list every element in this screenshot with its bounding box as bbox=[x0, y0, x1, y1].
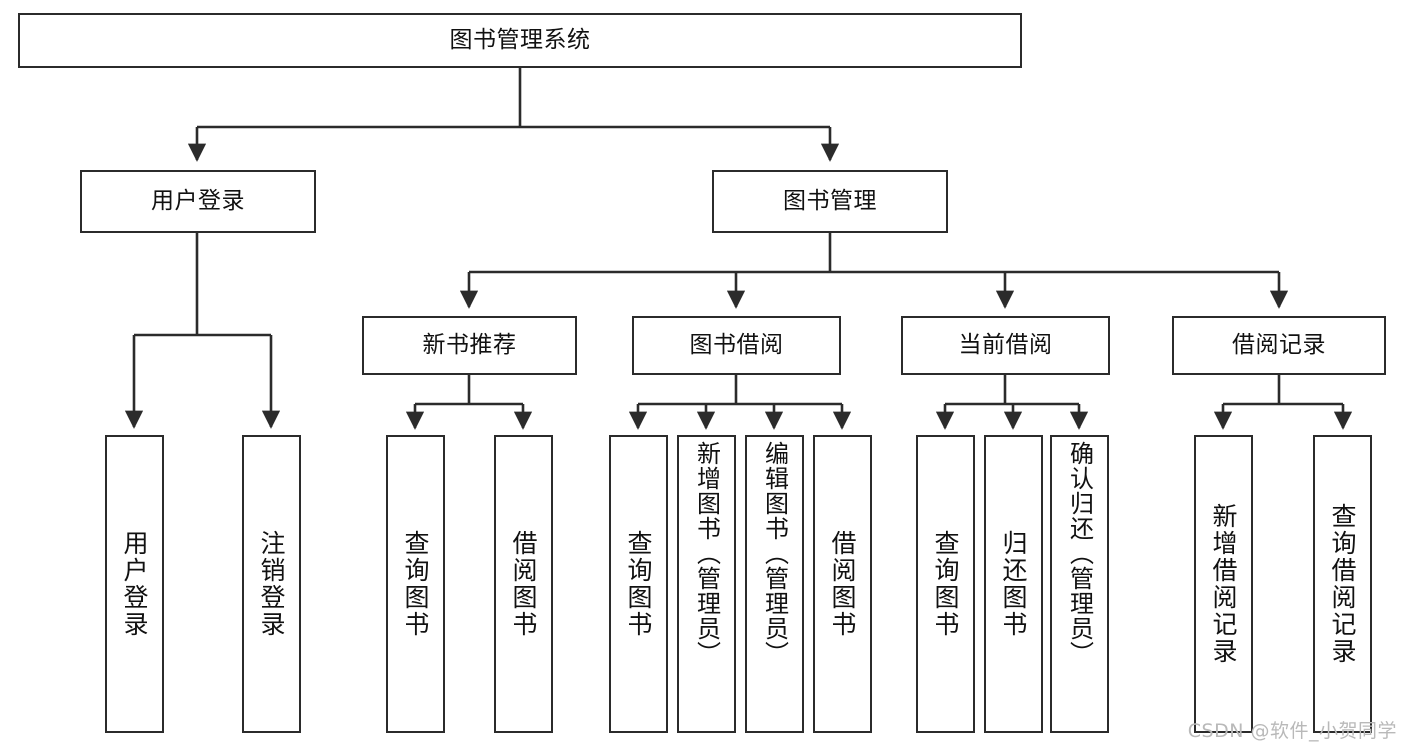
node-new-book-recommend-label: 新书推荐 bbox=[422, 332, 517, 359]
node-book-borrow-label: 图书借阅 bbox=[689, 332, 784, 359]
csdn-watermark: CSDN @软件_小贺同学 bbox=[1187, 720, 1397, 742]
leaf-book-borrow-edit[interactable]: 编辑图书（管理员） bbox=[745, 435, 804, 733]
node-new-book-recommend[interactable]: 新书推荐 bbox=[362, 316, 577, 375]
leaf-book-borrow-query-label: 查询图书 bbox=[624, 530, 653, 638]
node-borrow-record[interactable]: 借阅记录 bbox=[1172, 316, 1386, 375]
leaf-current-borrow-return-label: 归还图书 bbox=[999, 530, 1028, 638]
leaf-new-book-query-label: 查询图书 bbox=[401, 530, 430, 638]
leaf-borrow-record-add[interactable]: 新增借阅记录 bbox=[1194, 435, 1253, 733]
leaf-borrow-record-query[interactable]: 查询借阅记录 bbox=[1313, 435, 1372, 733]
leaf-user-login-login-label: 用户登录 bbox=[120, 530, 149, 638]
leaf-book-borrow-add-label: 新增图书（管理员） bbox=[692, 441, 721, 666]
node-book-manage-label: 图书管理 bbox=[783, 188, 877, 215]
node-borrow-record-label: 借阅记录 bbox=[1232, 332, 1326, 359]
leaf-new-book-borrow-label: 借阅图书 bbox=[509, 530, 538, 638]
leaf-current-borrow-query[interactable]: 查询图书 bbox=[916, 435, 975, 733]
leaf-user-login-login[interactable]: 用户登录 bbox=[105, 435, 164, 733]
node-book-manage[interactable]: 图书管理 bbox=[712, 170, 948, 233]
leaf-borrow-record-query-label: 查询借阅记录 bbox=[1328, 503, 1357, 665]
leaf-book-borrow-borrow[interactable]: 借阅图书 bbox=[813, 435, 872, 733]
leaf-current-borrow-return[interactable]: 归还图书 bbox=[984, 435, 1043, 733]
leaf-user-login-logout-label: 注销登录 bbox=[257, 530, 286, 638]
leaf-book-borrow-add[interactable]: 新增图书（管理员） bbox=[677, 435, 736, 733]
node-current-borrow-label: 当前借阅 bbox=[958, 332, 1053, 359]
leaf-user-login-logout[interactable]: 注销登录 bbox=[242, 435, 301, 733]
node-book-borrow[interactable]: 图书借阅 bbox=[632, 316, 841, 375]
node-root[interactable]: 图书管理系统 bbox=[18, 13, 1022, 68]
leaf-current-borrow-confirm-label: 确认归还（管理员） bbox=[1065, 441, 1094, 666]
node-user-login-label: 用户登录 bbox=[151, 188, 245, 215]
leaf-book-borrow-query[interactable]: 查询图书 bbox=[609, 435, 668, 733]
leaf-book-borrow-edit-label: 编辑图书（管理员） bbox=[760, 441, 789, 666]
leaf-borrow-record-add-label: 新增借阅记录 bbox=[1209, 503, 1238, 665]
leaf-new-book-query[interactable]: 查询图书 bbox=[386, 435, 445, 733]
leaf-new-book-borrow[interactable]: 借阅图书 bbox=[494, 435, 553, 733]
leaf-current-borrow-query-label: 查询图书 bbox=[931, 530, 960, 638]
node-current-borrow[interactable]: 当前借阅 bbox=[901, 316, 1110, 375]
leaf-book-borrow-borrow-label: 借阅图书 bbox=[828, 530, 857, 638]
leaf-current-borrow-confirm[interactable]: 确认归还（管理员） bbox=[1050, 435, 1109, 733]
node-user-login[interactable]: 用户登录 bbox=[80, 170, 316, 233]
node-root-label: 图书管理系统 bbox=[449, 27, 591, 54]
